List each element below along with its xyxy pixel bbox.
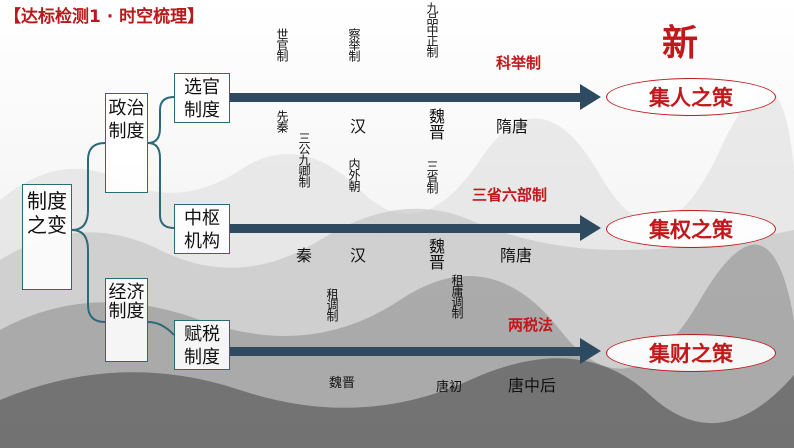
term-jiupin: 九品中正制 (425, 2, 439, 57)
page-title: 【达标检测1 · 时空梳理】 (4, 7, 205, 27)
period-han-2: 汉 (350, 246, 367, 265)
official-selection-box: 选官制度 (174, 73, 230, 123)
period-qin: 秦 (296, 246, 313, 265)
policy-jicai: 集财之策 (606, 334, 776, 372)
policy-jiren: 集人之策 (606, 78, 776, 116)
period-tangchu: 唐初 (436, 380, 463, 395)
term-sangong: 三公九卿制 (297, 132, 311, 187)
policy-jiquan: 集权之策 (606, 210, 776, 248)
period-weijin-2: 魏晋 (426, 238, 445, 270)
tax-system-box: 赋税制度 (174, 320, 230, 370)
period-weijin-1: 魏晋 (426, 108, 445, 140)
period-xianqin: 先秦 (275, 110, 289, 132)
period-suitang-1: 隋唐 (496, 117, 529, 136)
politics-box: 政治制度 (105, 93, 148, 193)
system-keju: 科举制 (496, 54, 542, 72)
root-box: 制度之变 (22, 184, 72, 290)
term-neiwaichao: 内外朝 (347, 158, 361, 191)
period-tangzhonghou: 唐中后 (508, 376, 557, 395)
central-organ-box: 中枢机构 (174, 204, 230, 254)
term-zudiao: 租调制 (325, 288, 339, 321)
economy-box: 经济制度 (105, 278, 148, 362)
term-zuyongdiao: 租庸调制 (450, 274, 464, 318)
term-shiguanzhi: 世官制 (275, 28, 289, 61)
period-han-1: 汉 (350, 117, 367, 136)
period-weijin-3: 魏晋 (329, 376, 356, 391)
period-suitang-2: 隋唐 (500, 246, 533, 265)
system-liangshuifa: 两税法 (508, 316, 554, 334)
term-chajuzhi: 察举制 (347, 28, 361, 61)
system-sansheng-liubu: 三省六部制 (472, 186, 548, 204)
new-label: 新 (662, 23, 699, 64)
term-sansheng: 三省制 (425, 160, 439, 193)
